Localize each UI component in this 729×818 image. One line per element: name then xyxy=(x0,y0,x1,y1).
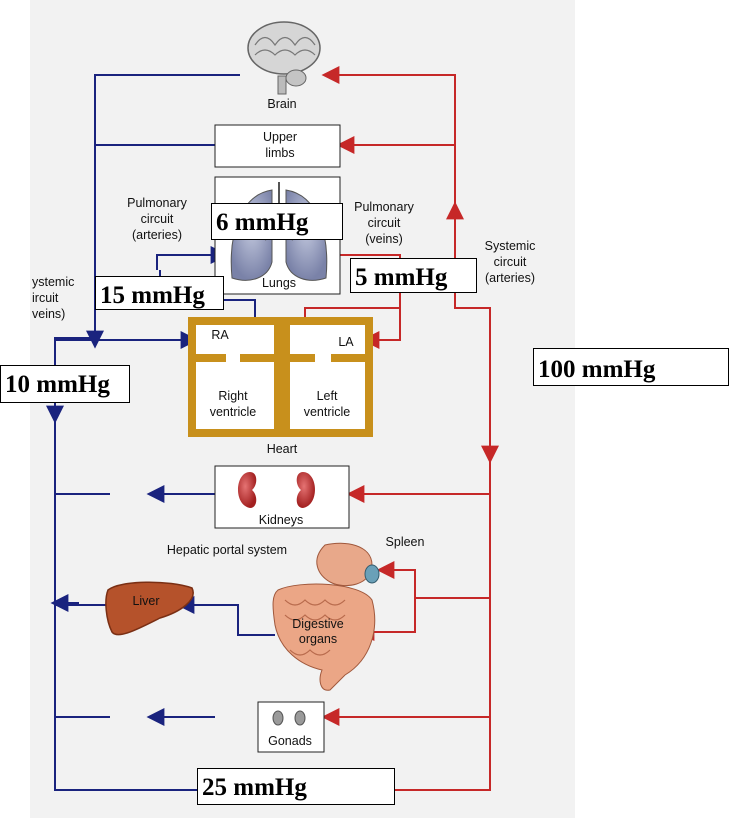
ra-label: RA xyxy=(211,328,229,342)
pulm-veins-label-3: (veins) xyxy=(365,232,403,246)
kidneys-label: Kidneys xyxy=(259,513,303,527)
gonads-icon xyxy=(272,710,306,726)
sys-veins-label-1: ystemic xyxy=(32,275,74,289)
pressure-systemic-arteries: 100 mmHg xyxy=(533,348,729,386)
digestive-icon xyxy=(272,542,380,691)
upper-limbs-label-line1: Upper xyxy=(263,130,297,144)
sys-veins-label-3: veins) xyxy=(32,307,65,321)
upper-limbs-label-line2: limbs xyxy=(265,146,294,160)
left-chamber xyxy=(290,325,365,429)
pulm-arteries-label-3: (arteries) xyxy=(132,228,182,242)
sys-veins-label-2: ircuit xyxy=(32,291,59,305)
sys-arteries-label-1: Systemic xyxy=(485,239,536,253)
right-chamber xyxy=(196,325,274,429)
pulm-artery-arrow xyxy=(156,246,229,270)
heart-diagram xyxy=(188,317,373,437)
artery-brain-arrow xyxy=(321,66,456,205)
pulm-veins-label-1: Pulmonary xyxy=(354,200,414,214)
brain-icon xyxy=(247,21,321,95)
kidneys-icon xyxy=(237,472,316,508)
pressure-pulmonary-arteries: 15 mmHg xyxy=(95,276,224,310)
upper-limbs-box xyxy=(214,124,341,168)
pulm-arteries-label-2: circuit xyxy=(141,212,174,226)
vein-portal-arrow xyxy=(176,596,275,636)
pressure-pulmonary-veins: 5 mmHg xyxy=(350,258,477,293)
pressure-systemic-veins: 10 mmHg xyxy=(0,365,130,403)
right-ventricle-label-2: ventricle xyxy=(210,405,257,419)
sys-arteries-label-3: (arteries) xyxy=(485,271,535,285)
gonads-label: Gonads xyxy=(268,734,312,748)
brain-label: Brain xyxy=(267,97,296,111)
gonads-box xyxy=(257,701,325,753)
sys-arteries-label-2: circuit xyxy=(494,255,527,269)
kidneys-box xyxy=(214,465,350,529)
heart-label: Heart xyxy=(267,442,298,456)
artery-main-trunk xyxy=(395,460,491,791)
digestive-label-1: Digestive xyxy=(292,617,343,631)
vein-brain-line xyxy=(94,74,240,255)
liver-label: Liver xyxy=(132,594,159,608)
la-label: LA xyxy=(338,335,354,349)
liver-icon xyxy=(105,581,194,636)
right-ventricle-label-1: Right xyxy=(218,389,248,403)
pressure-lungs: 6 mmHg xyxy=(211,203,343,240)
left-ventricle-label-2: ventricle xyxy=(304,405,351,419)
pulm-arteries-label-1: Pulmonary xyxy=(127,196,187,210)
pulm-veins-label-2: circuit xyxy=(368,216,401,230)
hepatic-label: Hepatic portal system xyxy=(167,543,287,557)
left-ventricle-label-1: Left xyxy=(317,389,338,403)
pressure-capillaries: 25 mmHg xyxy=(197,768,395,805)
artery-down-arrow xyxy=(454,300,499,464)
artery-spleen-arrow xyxy=(376,561,490,599)
spleen-label: Spleen xyxy=(386,535,425,549)
lungs-label: Lungs xyxy=(262,276,296,290)
digestive-label-2: organs xyxy=(299,632,337,646)
artery-digestive-arrow xyxy=(356,598,416,641)
